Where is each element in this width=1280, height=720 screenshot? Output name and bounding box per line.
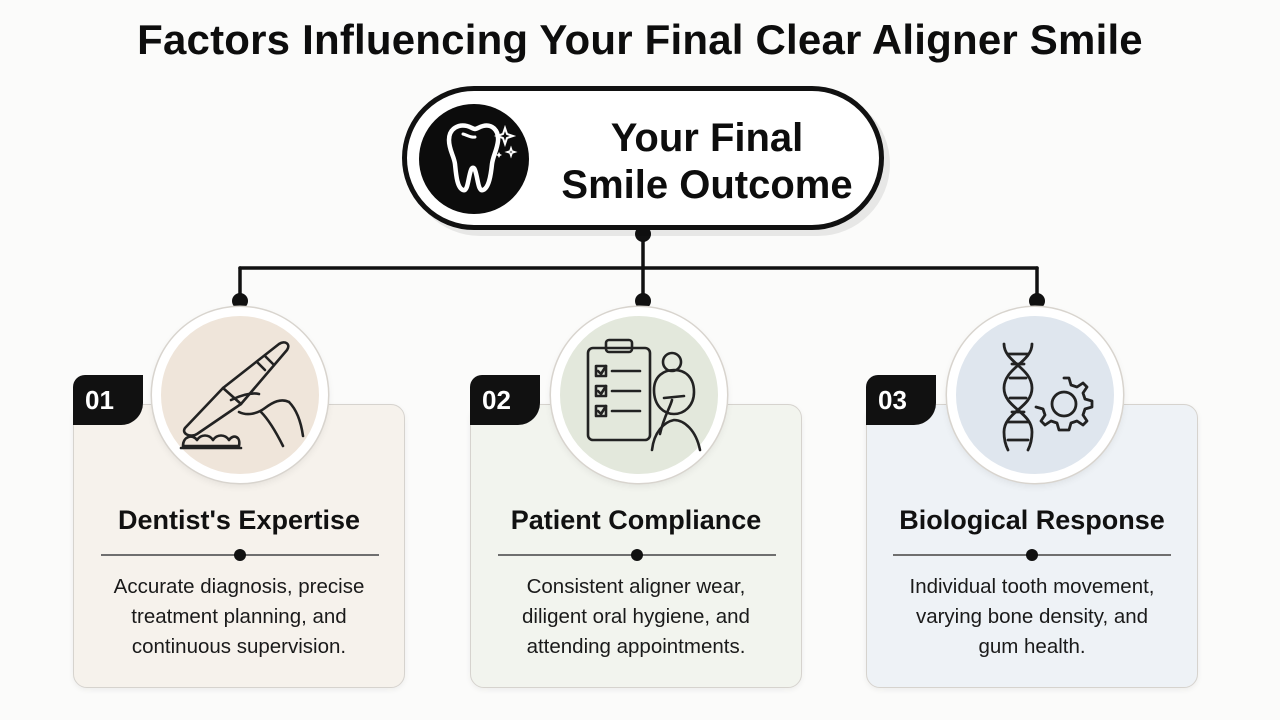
- page-title: Factors Influencing Your Final Clear Ali…: [137, 16, 1143, 63]
- description-line: Consistent aligner wear,: [526, 575, 746, 598]
- factor-number-badge: 01: [73, 375, 143, 425]
- description-line: Accurate diagnosis, precise: [113, 575, 365, 598]
- dna-gear-icon: [947, 307, 1123, 483]
- dental-tool-hand-icon: [152, 307, 328, 483]
- description-line: attending appointments.: [526, 635, 746, 658]
- outcome-line-1: Your Final: [610, 116, 804, 160]
- description-line: treatment planning, and: [131, 605, 347, 628]
- factor-title: Biological Response: [899, 505, 1165, 535]
- outcome-label: Your Final Smile Outcome: [547, 115, 867, 209]
- outcome-line-2: Smile Outcome: [561, 163, 853, 207]
- factor-description: Consistent aligner wear, diligent oral h…: [486, 572, 786, 662]
- factor-number-badge: 02: [470, 375, 540, 425]
- description-line: Individual tooth movement,: [909, 575, 1155, 598]
- sparkling-tooth-icon: [419, 104, 529, 214]
- outcome-node: Your Final Smile Outcome: [402, 86, 884, 230]
- factor-description: Individual tooth movement, varying bone …: [882, 572, 1182, 662]
- factor-description: Accurate diagnosis, precise treatment pl…: [89, 572, 389, 662]
- card-divider: [893, 549, 1171, 561]
- description-line: varying bone density, and: [915, 605, 1149, 628]
- factor-title: Patient Compliance: [510, 505, 762, 535]
- description-line: continuous supervision.: [131, 635, 347, 658]
- card-divider: [498, 549, 776, 561]
- card-divider: [101, 549, 379, 561]
- description-line: diligent oral hygiene, and: [522, 605, 750, 628]
- description-line: gum health.: [978, 635, 1086, 658]
- factor-number-badge: 03: [866, 375, 936, 425]
- checklist-patient-icon: [551, 307, 727, 483]
- factor-title: Dentist's Expertise: [117, 505, 360, 535]
